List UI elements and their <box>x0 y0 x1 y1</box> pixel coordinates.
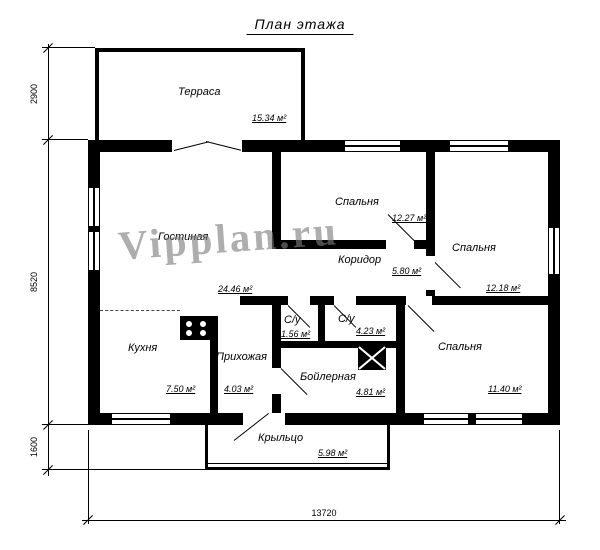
room-area-wc2: 4.23 м² <box>356 326 386 336</box>
dimension-line-bottom <box>82 520 566 521</box>
room-label-porch: Крыльцо <box>258 432 304 444</box>
room-label-kitchen: Кухня <box>128 342 158 354</box>
dimension-house-height: 8520 <box>29 271 39 293</box>
room-area-living: 24.46 м² <box>218 284 253 294</box>
interior-wall <box>272 240 435 249</box>
room-area-bedroom3: 11.40 м² <box>488 384 522 394</box>
extension-line <box>42 47 95 48</box>
window <box>424 413 468 425</box>
room-area-terrace: 15.34 м² <box>252 113 287 123</box>
door-leaf <box>407 305 435 333</box>
interior-wall <box>426 152 435 305</box>
interior-wall <box>318 296 325 348</box>
door-opening-terrace <box>172 140 242 152</box>
extension-line <box>42 469 205 470</box>
interior-wall <box>281 341 400 348</box>
dimension-total-width: 13720 <box>311 508 337 518</box>
room-label-bedroom2: Спальня <box>452 242 496 254</box>
door-opening <box>334 296 356 305</box>
interior-wall <box>272 152 281 240</box>
extension-line <box>42 139 88 140</box>
room-area-wc1: 1.56 м² <box>281 329 311 339</box>
room-label-wc2: С/у <box>338 313 355 325</box>
extension-line <box>42 424 88 425</box>
room-label-living: Гостиная <box>158 231 209 243</box>
window <box>548 228 560 274</box>
page-title: План этажа <box>246 16 354 35</box>
room-label-bedroom3: Спальня <box>438 341 482 353</box>
stove-icon <box>180 316 212 340</box>
stove-burner <box>186 321 192 327</box>
interior-wall <box>240 296 548 305</box>
window <box>88 188 100 226</box>
dimension-line-left <box>48 44 49 476</box>
interior-wall <box>396 296 405 425</box>
room-label-corridor: Коридор <box>338 254 382 266</box>
room-area-bedroom2: 12.18 м² <box>486 283 521 293</box>
door-opening-entrance <box>243 413 285 425</box>
porch-outline <box>205 425 390 470</box>
room-label-hall: Прихожая <box>216 351 268 363</box>
extension-line <box>559 430 560 524</box>
interior-wall <box>210 316 218 425</box>
outer-wall-left <box>88 140 100 425</box>
room-area-porch: 5.98 м² <box>318 448 348 458</box>
interior-wall <box>272 296 281 425</box>
door-opening <box>386 240 414 249</box>
extension-line <box>88 430 89 524</box>
room-label-wc1: С/у <box>284 314 301 326</box>
room-area-hall: 4.03 м² <box>224 384 254 394</box>
open-boundary-dashed <box>100 310 180 311</box>
window <box>345 140 400 152</box>
door-opening <box>406 296 432 305</box>
dimension-terrace-height: 2900 <box>29 83 39 105</box>
room-area-kitchen: 7.50 м² <box>166 384 196 394</box>
room-area-bedroom1: 12.27 м² <box>392 213 427 223</box>
dimension-porch-height: 1600 <box>29 436 39 458</box>
room-area-corridor: 5.80 м² <box>392 266 422 276</box>
outer-wall-right <box>548 140 560 425</box>
door-opening <box>426 256 435 290</box>
door-opening <box>272 368 281 394</box>
boiler-icon <box>358 346 386 370</box>
watermark: Vipplan.ru <box>116 207 341 269</box>
room-area-boiler: 4.81 м² <box>356 387 386 397</box>
door-leaf <box>434 262 461 289</box>
room-label-bedroom1: Спальня <box>335 196 379 208</box>
window <box>112 413 170 425</box>
room-label-terrace: Терраса <box>178 86 221 98</box>
window <box>88 232 100 270</box>
window <box>450 140 508 152</box>
window <box>476 413 522 425</box>
porch-step <box>208 463 387 464</box>
door-opening <box>288 296 310 305</box>
terrace-outline <box>95 48 305 140</box>
room-label-boiler: Бойлерная <box>300 371 356 383</box>
